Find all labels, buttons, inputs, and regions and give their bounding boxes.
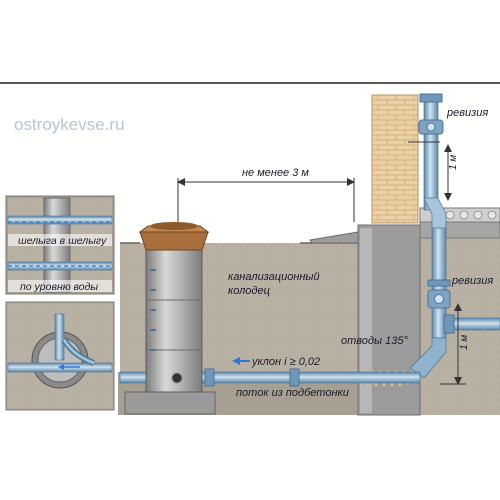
blind-area <box>309 231 359 244</box>
revision-icon <box>427 279 451 309</box>
one-meter-bottom: 1 м <box>459 335 470 350</box>
watermark: ostroykevse.ru <box>14 115 125 134</box>
revision-top-label: ревизия <box>446 107 488 119</box>
well-outlet <box>171 372 183 384</box>
well-label-line2: колодец <box>228 285 270 297</box>
one-meter-top: 1 м <box>448 155 459 170</box>
well-base <box>124 391 216 415</box>
riser-upper <box>423 101 439 211</box>
inset-panel-2 <box>5 301 115 411</box>
well-lid <box>139 231 209 251</box>
slab-voids <box>431 210 497 220</box>
brick-wall <box>371 94 419 224</box>
well-label-line1: канализационный <box>228 271 320 283</box>
distance-label: не менее 3 м <box>242 167 309 179</box>
well-body <box>145 249 203 393</box>
inset-label-1: шелыга в шелыгу <box>18 235 107 247</box>
inset-panel-1 <box>5 195 115 295</box>
pipe-bend-icon <box>409 337 447 379</box>
slope-label: уклон i ≥ 0,02 <box>251 356 320 368</box>
revision-bottom-label: ревизия <box>451 275 493 287</box>
inset-label-2: по уровню воды <box>20 281 98 293</box>
flow-arrow-icon <box>232 357 250 365</box>
flow-label: поток из подбетонки <box>236 387 349 399</box>
main-pipe <box>119 371 421 384</box>
bends-label: отводы 135° <box>341 335 408 347</box>
revision-icon <box>408 93 444 143</box>
